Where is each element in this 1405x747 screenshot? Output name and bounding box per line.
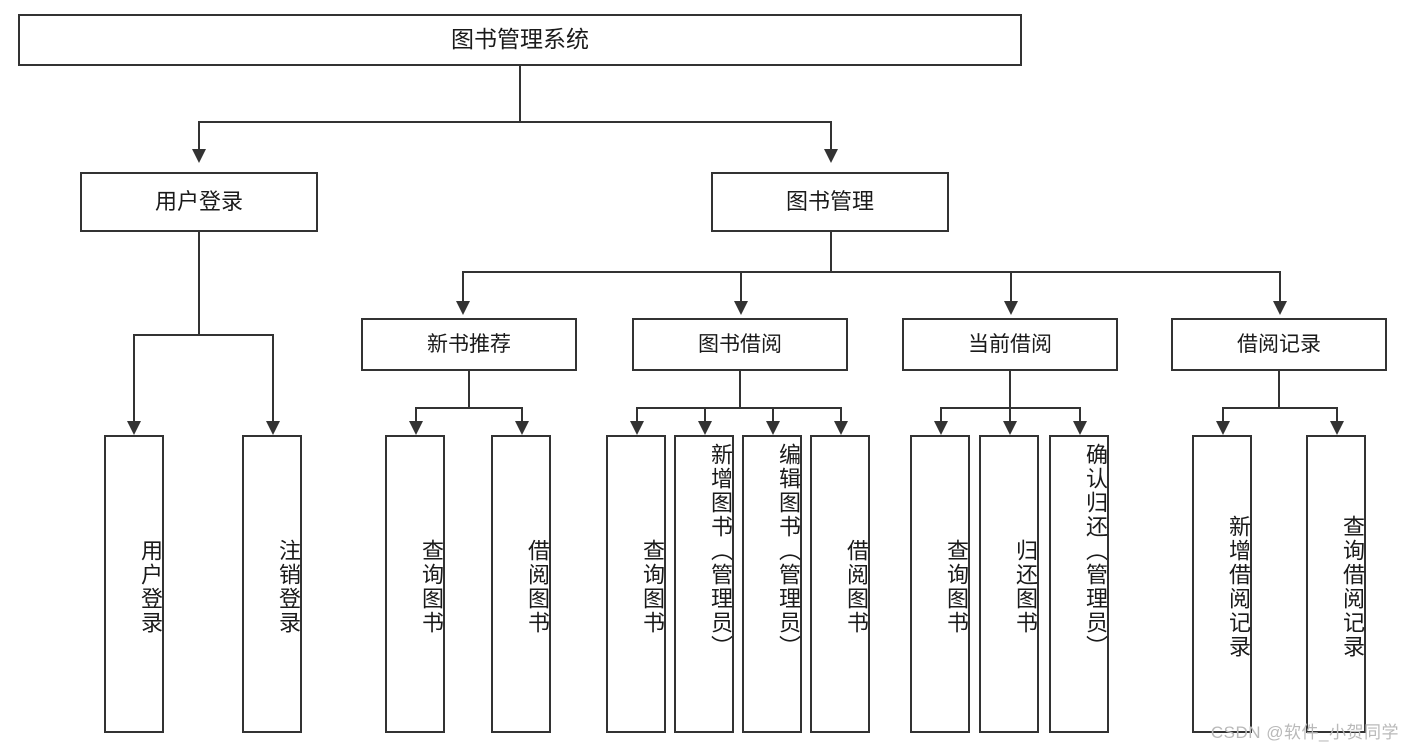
leaf-label: 查询图书: [944, 539, 969, 635]
leaf-label: 查询图书: [640, 539, 665, 635]
leaf-nbr-borrow-book[interactable]: 借阅图书: [491, 435, 551, 733]
leaf-bb-add-book-admin[interactable]: 新增图书（管理员）: [674, 435, 734, 733]
arrowhead-nbr-leaf-1: [409, 421, 423, 435]
leaf-br-query-record[interactable]: 查询借阅记录: [1306, 435, 1366, 733]
node-label: 当前借阅: [968, 332, 1052, 356]
connector-borrow-record-stem: [1278, 371, 1280, 408]
arrowhead-user-login-leaf-2: [266, 421, 280, 435]
node-label: 图书借阅: [698, 332, 782, 356]
leaf-label: 用户登录: [138, 539, 163, 635]
arrowhead-to-current-borrow: [1004, 301, 1018, 315]
connector-root-stem: [519, 66, 521, 122]
connector-new-book-recommend-bus: [415, 407, 522, 409]
leaf-label: 注销登录: [276, 539, 301, 635]
connector-to-current-borrow: [1010, 271, 1012, 301]
leaf-user-login[interactable]: 用户登录: [104, 435, 164, 733]
arrowhead-cb-leaf-1: [934, 421, 948, 435]
arrowhead-cb-leaf-3: [1073, 421, 1087, 435]
connector-nbr-leaf-1: [415, 407, 417, 421]
leaf-cb-confirm-return-admin[interactable]: 确认归还（管理员）: [1049, 435, 1109, 733]
node-label: 借阅记录: [1237, 332, 1321, 356]
arrowhead-to-user-login: [192, 149, 206, 163]
arrowhead-to-borrow-record: [1273, 301, 1287, 315]
connector-bb-leaf-4: [840, 407, 842, 421]
leaf-cb-return-book[interactable]: 归还图书: [979, 435, 1039, 733]
connector-book-borrow-bus: [636, 407, 841, 409]
connector-new-book-recommend-stem: [468, 371, 470, 408]
arrowhead-nbr-leaf-2: [515, 421, 529, 435]
arrowhead-bb-leaf-1: [630, 421, 644, 435]
leaf-bb-query-book[interactable]: 查询图书: [606, 435, 666, 733]
connector-to-new-book-recommend: [462, 271, 464, 301]
arrowhead-bb-leaf-4: [834, 421, 848, 435]
connector-user-login-leaf-2: [272, 334, 274, 421]
arrowhead-cb-leaf-2: [1003, 421, 1017, 435]
leaf-cb-query-book[interactable]: 查询图书: [910, 435, 970, 733]
leaf-nbr-query-book[interactable]: 查询图书: [385, 435, 445, 733]
connector-cb-leaf-3: [1079, 407, 1081, 421]
node-current-borrow[interactable]: 当前借阅: [902, 318, 1118, 371]
connector-br-leaf-2: [1336, 407, 1338, 421]
leaf-label: 归还图书: [1013, 539, 1038, 635]
leaf-label: 编辑图书（管理员）: [776, 443, 801, 659]
leaf-label: 借阅图书: [525, 539, 550, 635]
connector-user-login-leaf-1: [133, 334, 135, 421]
arrowhead-bb-leaf-2: [698, 421, 712, 435]
arrowhead-br-leaf-2: [1330, 421, 1344, 435]
connector-to-borrow-record: [1279, 271, 1281, 301]
node-new-book-recommend[interactable]: 新书推荐: [361, 318, 577, 371]
leaf-label: 新增借阅记录: [1226, 515, 1251, 659]
node-label: 图书管理: [785, 188, 874, 214]
connector-current-borrow-stem: [1009, 371, 1011, 408]
node-book-borrow[interactable]: 图书借阅: [632, 318, 848, 371]
node-book-management[interactable]: 图书管理: [711, 172, 949, 232]
connector-level2-bus: [462, 271, 1279, 273]
connector-br-leaf-1: [1222, 407, 1224, 421]
node-label: 用户登录: [154, 188, 243, 214]
connector-book-management-stem: [830, 232, 832, 272]
leaf-bb-edit-book-admin[interactable]: 编辑图书（管理员）: [742, 435, 802, 733]
connector-cb-leaf-1: [940, 407, 942, 421]
arrowhead-to-book-borrow: [734, 301, 748, 315]
connector-borrow-record-bus: [1222, 407, 1337, 409]
connector-to-book-management: [830, 121, 832, 149]
connector-user-login-bus: [133, 334, 273, 336]
arrowhead-bb-leaf-3: [766, 421, 780, 435]
arrowhead-br-leaf-1: [1216, 421, 1230, 435]
connector-bb-leaf-2: [704, 407, 706, 421]
node-root-book-management-system[interactable]: 图书管理系统: [18, 14, 1022, 66]
connector-to-book-borrow: [740, 271, 742, 301]
connector-to-user-login: [198, 121, 200, 149]
connector-bb-leaf-3: [772, 407, 774, 421]
connector-book-borrow-stem: [739, 371, 741, 408]
node-user-login[interactable]: 用户登录: [80, 172, 318, 232]
connector-level1-bus: [198, 121, 832, 123]
connector-nbr-leaf-2: [521, 407, 523, 421]
connector-cb-leaf-2: [1009, 407, 1011, 421]
leaf-logout[interactable]: 注销登录: [242, 435, 302, 733]
leaf-label: 查询借阅记录: [1340, 515, 1365, 659]
leaf-label: 确认归还（管理员）: [1083, 443, 1108, 659]
node-label: 图书管理系统: [451, 26, 589, 53]
leaf-br-add-record[interactable]: 新增借阅记录: [1192, 435, 1252, 733]
leaf-label: 查询图书: [419, 539, 444, 635]
node-borrow-record[interactable]: 借阅记录: [1171, 318, 1387, 371]
leaf-label: 新增图书（管理员）: [708, 443, 733, 659]
leaf-bb-borrow-book[interactable]: 借阅图书: [810, 435, 870, 733]
leaf-label: 借阅图书: [844, 539, 869, 635]
connector-user-login-stem: [198, 232, 200, 335]
connector-bb-leaf-1: [636, 407, 638, 421]
arrowhead-to-book-management: [824, 149, 838, 163]
watermark-text: CSDN @软件_小贺同学: [1210, 723, 1399, 742]
arrowhead-user-login-leaf-1: [127, 421, 141, 435]
node-label: 新书推荐: [427, 332, 511, 356]
arrowhead-to-new-book-recommend: [456, 301, 470, 315]
